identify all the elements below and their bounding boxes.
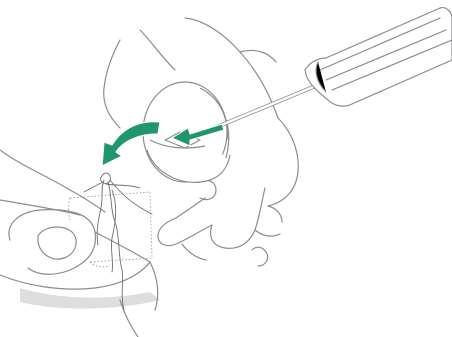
left-hand-shadow [20, 288, 160, 309]
screwdriver [195, 8, 452, 136]
left-hand [0, 150, 158, 337]
loose-threads [84, 173, 152, 310]
